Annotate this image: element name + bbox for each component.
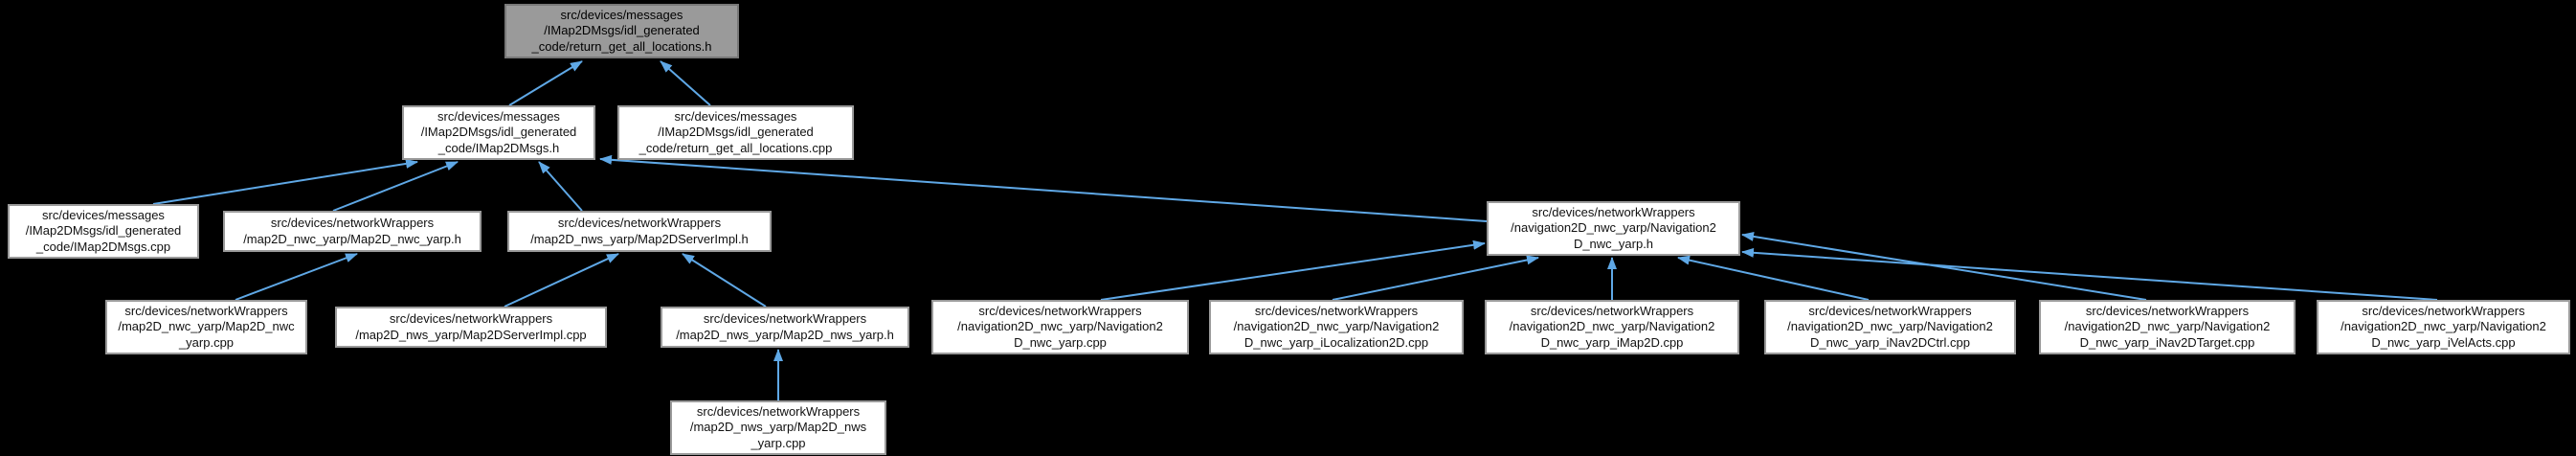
include-edge-IMap2DMsgs_cpp-to-IMap2DMsgs_h <box>152 158 418 205</box>
node-navigation2d-nwc-yarp-cpp[interactable]: src/devices/networkWrappers /navigation2… <box>931 300 1189 354</box>
include-edge-iVelActs_cpp-to-Navigation2D_nwc_yarp_h <box>1741 247 2438 301</box>
node-return-get-all-locations-h: src/devices/messages /IMap2DMsgs/idl_gen… <box>504 4 739 58</box>
include-edge-Map2DServerImpl_cpp-to-Map2DServerImpl_h <box>504 253 619 308</box>
include-edge-return_get_all_locations_cpp-to-return_get_all_locations_h <box>660 60 711 106</box>
include-edge-IMap2DMsgs_h-to-return_get_all_locations_h <box>508 60 583 106</box>
node-map2dserverimpl-cpp[interactable]: src/devices/networkWrappers /map2D_nws_y… <box>335 307 607 348</box>
node-navigation2d-nwc-yarp-inav2dtarget-cpp[interactable]: src/devices/networkWrappers /navigation2… <box>2039 300 2296 354</box>
include-edge-Navigation2D_nwc_yarp_cpp-to-Navigation2D_nwc_yarp_h <box>1100 239 1486 301</box>
node-map2d-nws-yarp-h[interactable]: src/devices/networkWrappers /map2D_nws_y… <box>661 307 909 348</box>
include-edge-iNav2DTarget_cpp-to-Navigation2D_nwc_yarp_h <box>1741 231 2147 301</box>
node-imap2dmsgs-h[interactable]: src/devices/messages /IMap2DMsgs/idl_gen… <box>402 105 595 160</box>
include-edge-iLocalization2D_cpp-to-Navigation2D_nwc_yarp_h <box>1332 255 1539 301</box>
include-edge-Map2D_nwc_yarp_h-to-IMap2DMsgs_h <box>332 161 459 212</box>
node-navigation2d-nwc-yarp-inav2dctrl-cpp[interactable]: src/devices/networkWrappers /navigation2… <box>1764 300 2016 354</box>
node-imap2dmsgs-cpp[interactable]: src/devices/messages /IMap2DMsgs/idl_gen… <box>8 204 199 259</box>
node-return-get-all-locations-cpp[interactable]: src/devices/messages /IMap2DMsgs/idl_gen… <box>617 105 854 160</box>
node-map2d-nws-yarp-cpp[interactable]: src/devices/networkWrappers /map2D_nws_y… <box>670 400 886 455</box>
include-edge-Map2D_nws_yarp_h-to-Map2DServerImpl_h <box>682 253 767 308</box>
node-navigation2d-nwc-yarp-h[interactable]: src/devices/networkWrappers /navigation2… <box>1487 201 1740 256</box>
node-navigation2d-nwc-yarp-imap2d-cpp[interactable]: src/devices/networkWrappers /navigation2… <box>1485 300 1739 354</box>
include-edge-iNav2DCtrl_cpp-to-Navigation2D_nwc_yarp_h <box>1677 255 1870 301</box>
node-map2dserverimpl-h[interactable]: src/devices/networkWrappers /map2D_nws_y… <box>507 211 772 252</box>
node-navigation2d-nwc-yarp-ilocalization2d-cpp[interactable]: src/devices/networkWrappers /navigation2… <box>1209 300 1464 354</box>
node-map2d-nwc-yarp-cpp[interactable]: src/devices/networkWrappers /map2D_nwc_y… <box>105 300 307 354</box>
include-edge-Map2DServerImpl_h-to-IMap2DMsgs_h <box>538 161 583 212</box>
include-edge-Map2D_nwc_yarp_cpp-to-Map2D_nwc_yarp_h <box>235 253 358 301</box>
node-navigation2d-nwc-yarp-ivelacts-cpp[interactable]: src/devices/networkWrappers /navigation2… <box>2317 300 2570 354</box>
node-map2d-nwc-yarp-h[interactable]: src/devices/networkWrappers /map2D_nwc_y… <box>223 211 482 252</box>
